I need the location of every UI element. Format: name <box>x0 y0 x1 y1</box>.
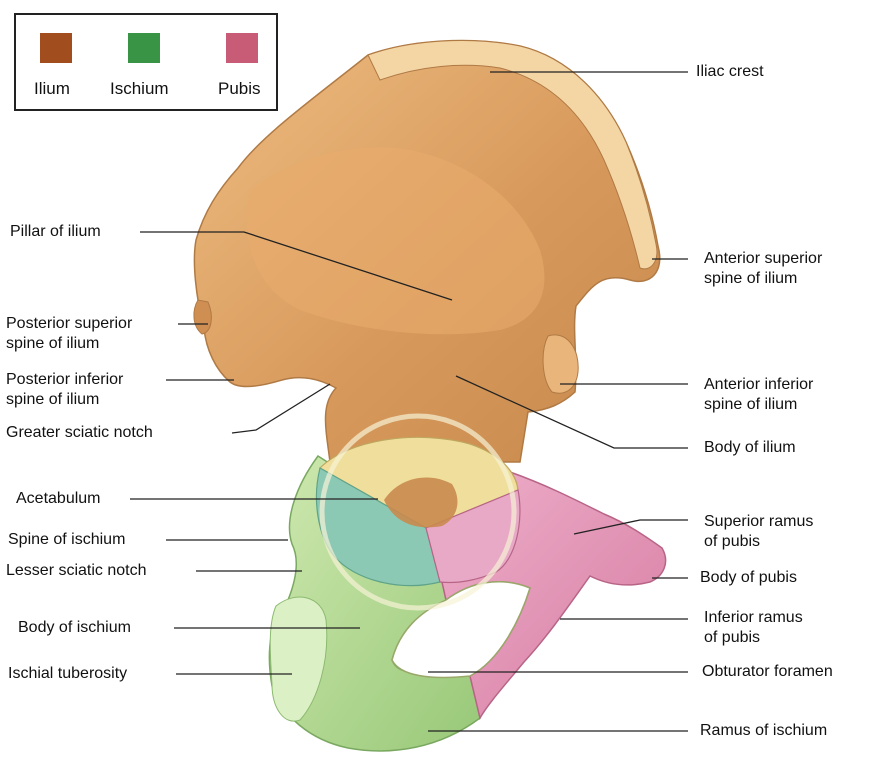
label-acetabulum: Acetabulum <box>16 489 101 509</box>
label-iliac-crest: Iliac crest <box>696 62 764 82</box>
label-body-of-ischium: Body of ischium <box>18 618 131 638</box>
label-ischial-tuberosity: Ischial tuberosity <box>8 664 127 684</box>
acetabulum-socket <box>316 416 519 608</box>
legend-swatch-pubis <box>226 33 258 63</box>
label-body-of-pubis: Body of pubis <box>700 568 797 588</box>
legend-label-pubis: Pubis <box>218 79 261 99</box>
leader-greater-sciatic-notch <box>232 384 330 433</box>
label-lesser-sciatic-notch: Lesser sciatic notch <box>6 561 147 581</box>
label-body-of-ilium: Body of ilium <box>704 438 796 458</box>
legend-swatch-ilium <box>40 33 72 63</box>
label-spine-of-ischium: Spine of ischium <box>8 530 125 550</box>
legend-label-ischium: Ischium <box>110 79 169 99</box>
legend-label-ilium: Ilium <box>34 79 70 99</box>
legend: Ilium Ischium Pubis <box>14 13 278 111</box>
posterior-superior-spine-bump <box>194 300 211 334</box>
label-ramus-of-ischium: Ramus of ischium <box>700 721 827 741</box>
label-pillar-of-ilium: Pillar of ilium <box>10 222 101 242</box>
label-greater-sciatic-notch: Greater sciatic notch <box>6 423 153 443</box>
label-obturator-foramen: Obturator foramen <box>702 662 833 682</box>
legend-swatch-ischium <box>128 33 160 63</box>
